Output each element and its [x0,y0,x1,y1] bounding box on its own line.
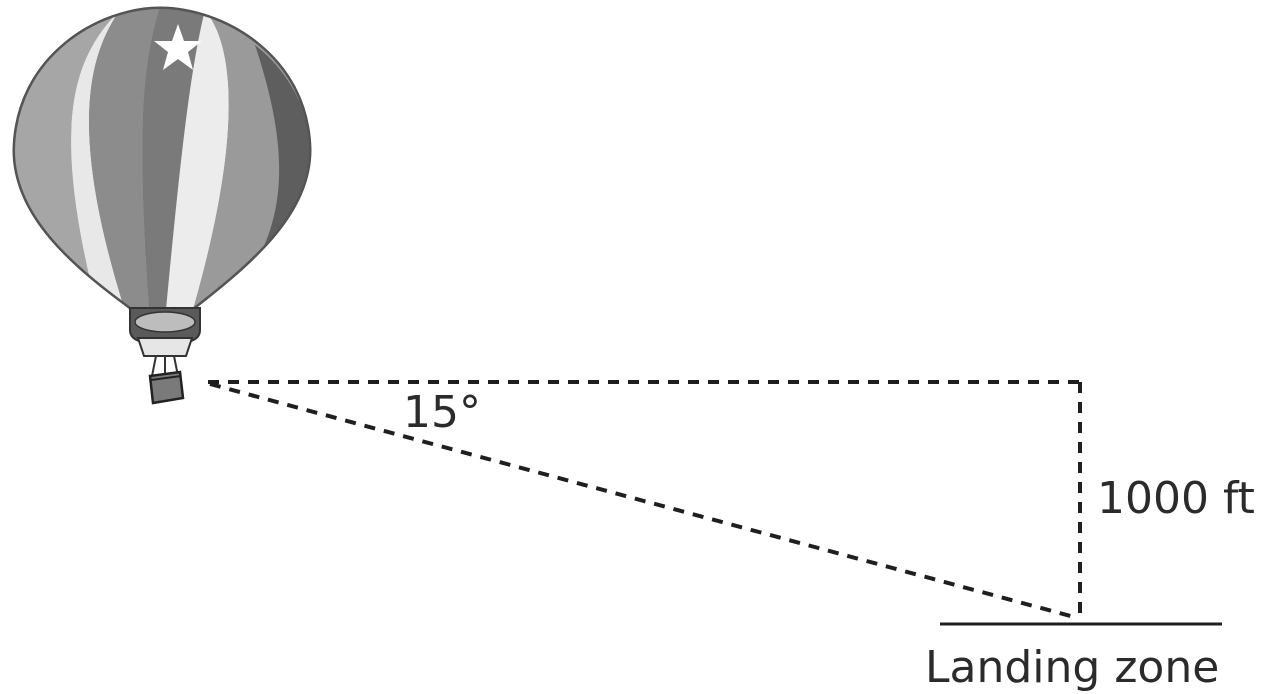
descent-line [209,382,1079,620]
hot-air-balloon-icon [12,6,312,405]
landing-zone-label: Landing zone [925,642,1219,693]
height-label: 1000 ft [1097,473,1255,524]
star-icon [154,24,202,70]
angle-label: 15° [403,387,481,438]
